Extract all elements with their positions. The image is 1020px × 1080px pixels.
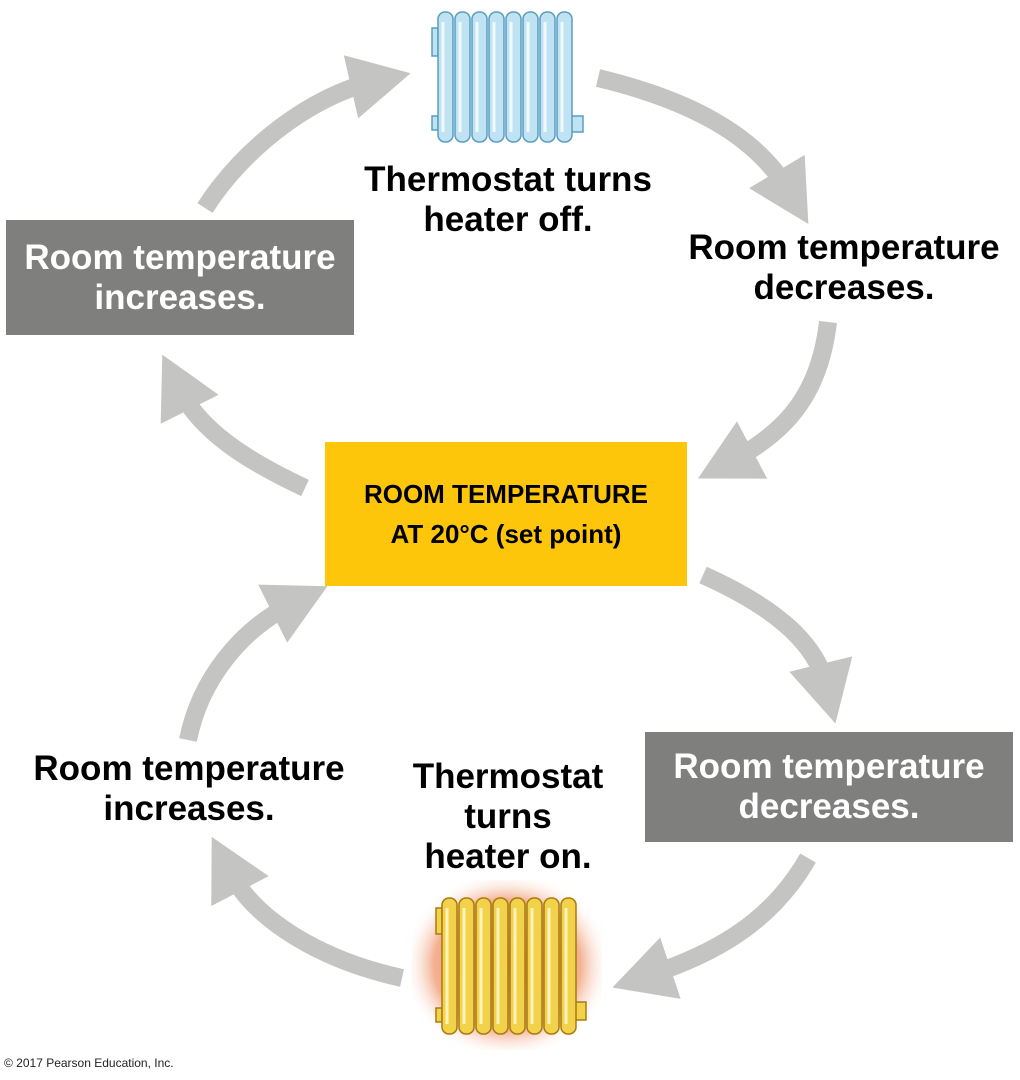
- heater-off-label-line1: Thermostat turns: [364, 160, 652, 199]
- room-temp-increases-label: Room temperature increases.: [14, 749, 364, 829]
- copyright-text: © 2017 Pearson Education, Inc.: [4, 1056, 174, 1070]
- room-temp-decreases-box: Room temperature decreases.: [645, 732, 1013, 842]
- room-temp-decreases-label: Room temperature decreases.: [668, 228, 1020, 308]
- arrow-to-heater-off: [197, 55, 411, 213]
- set-point-line1: ROOM TEMPERATURE: [363, 479, 649, 509]
- heater-on-label: Thermostat turns heater on.: [388, 757, 628, 877]
- arrow-setpoint-to-decrease-box: [699, 566, 853, 724]
- increases-label-line1: Room temperature: [33, 749, 345, 788]
- radiator-on-icon: [412, 880, 602, 1050]
- decreases-label-line2: decreases.: [753, 268, 935, 307]
- radiator-off-icon: [431, 11, 584, 143]
- arrow-heater-off-to-decrease: [595, 69, 809, 224]
- arrow-heater-on-to-increase: [211, 836, 404, 987]
- heater-on-label-line2: turns: [464, 797, 552, 836]
- heater-on-label-line3: heater on.: [424, 837, 592, 876]
- increases-label-line2: increases.: [103, 789, 275, 828]
- increases-box-line2: increases.: [94, 277, 266, 317]
- room-temp-increases-box: Room temperature increases.: [6, 220, 354, 335]
- set-point-line2: AT 20°C (set point): [390, 519, 622, 549]
- increases-box-line1: Room temperature: [24, 237, 336, 277]
- set-point-box: ROOM TEMPERATURE AT 20°C (set point): [325, 442, 687, 586]
- heater-off-label-line2: heater off.: [423, 200, 593, 239]
- heater-off-label: Thermostat turns heater off.: [338, 160, 678, 240]
- arrow-increase-to-setpoint: [179, 584, 328, 742]
- decreases-label-line1: Room temperature: [688, 228, 1000, 267]
- decreases-box-line1: Room temperature: [673, 747, 985, 786]
- heater-on-label-line1: Thermostat: [412, 757, 604, 796]
- arrow-setpoint-to-increase-box: [160, 354, 309, 497]
- decreases-box-line2: decreases.: [738, 787, 920, 826]
- arrow-decrease-to-setpoint: [697, 320, 837, 479]
- arrow-decrease-box-to-heater-on: [612, 853, 816, 999]
